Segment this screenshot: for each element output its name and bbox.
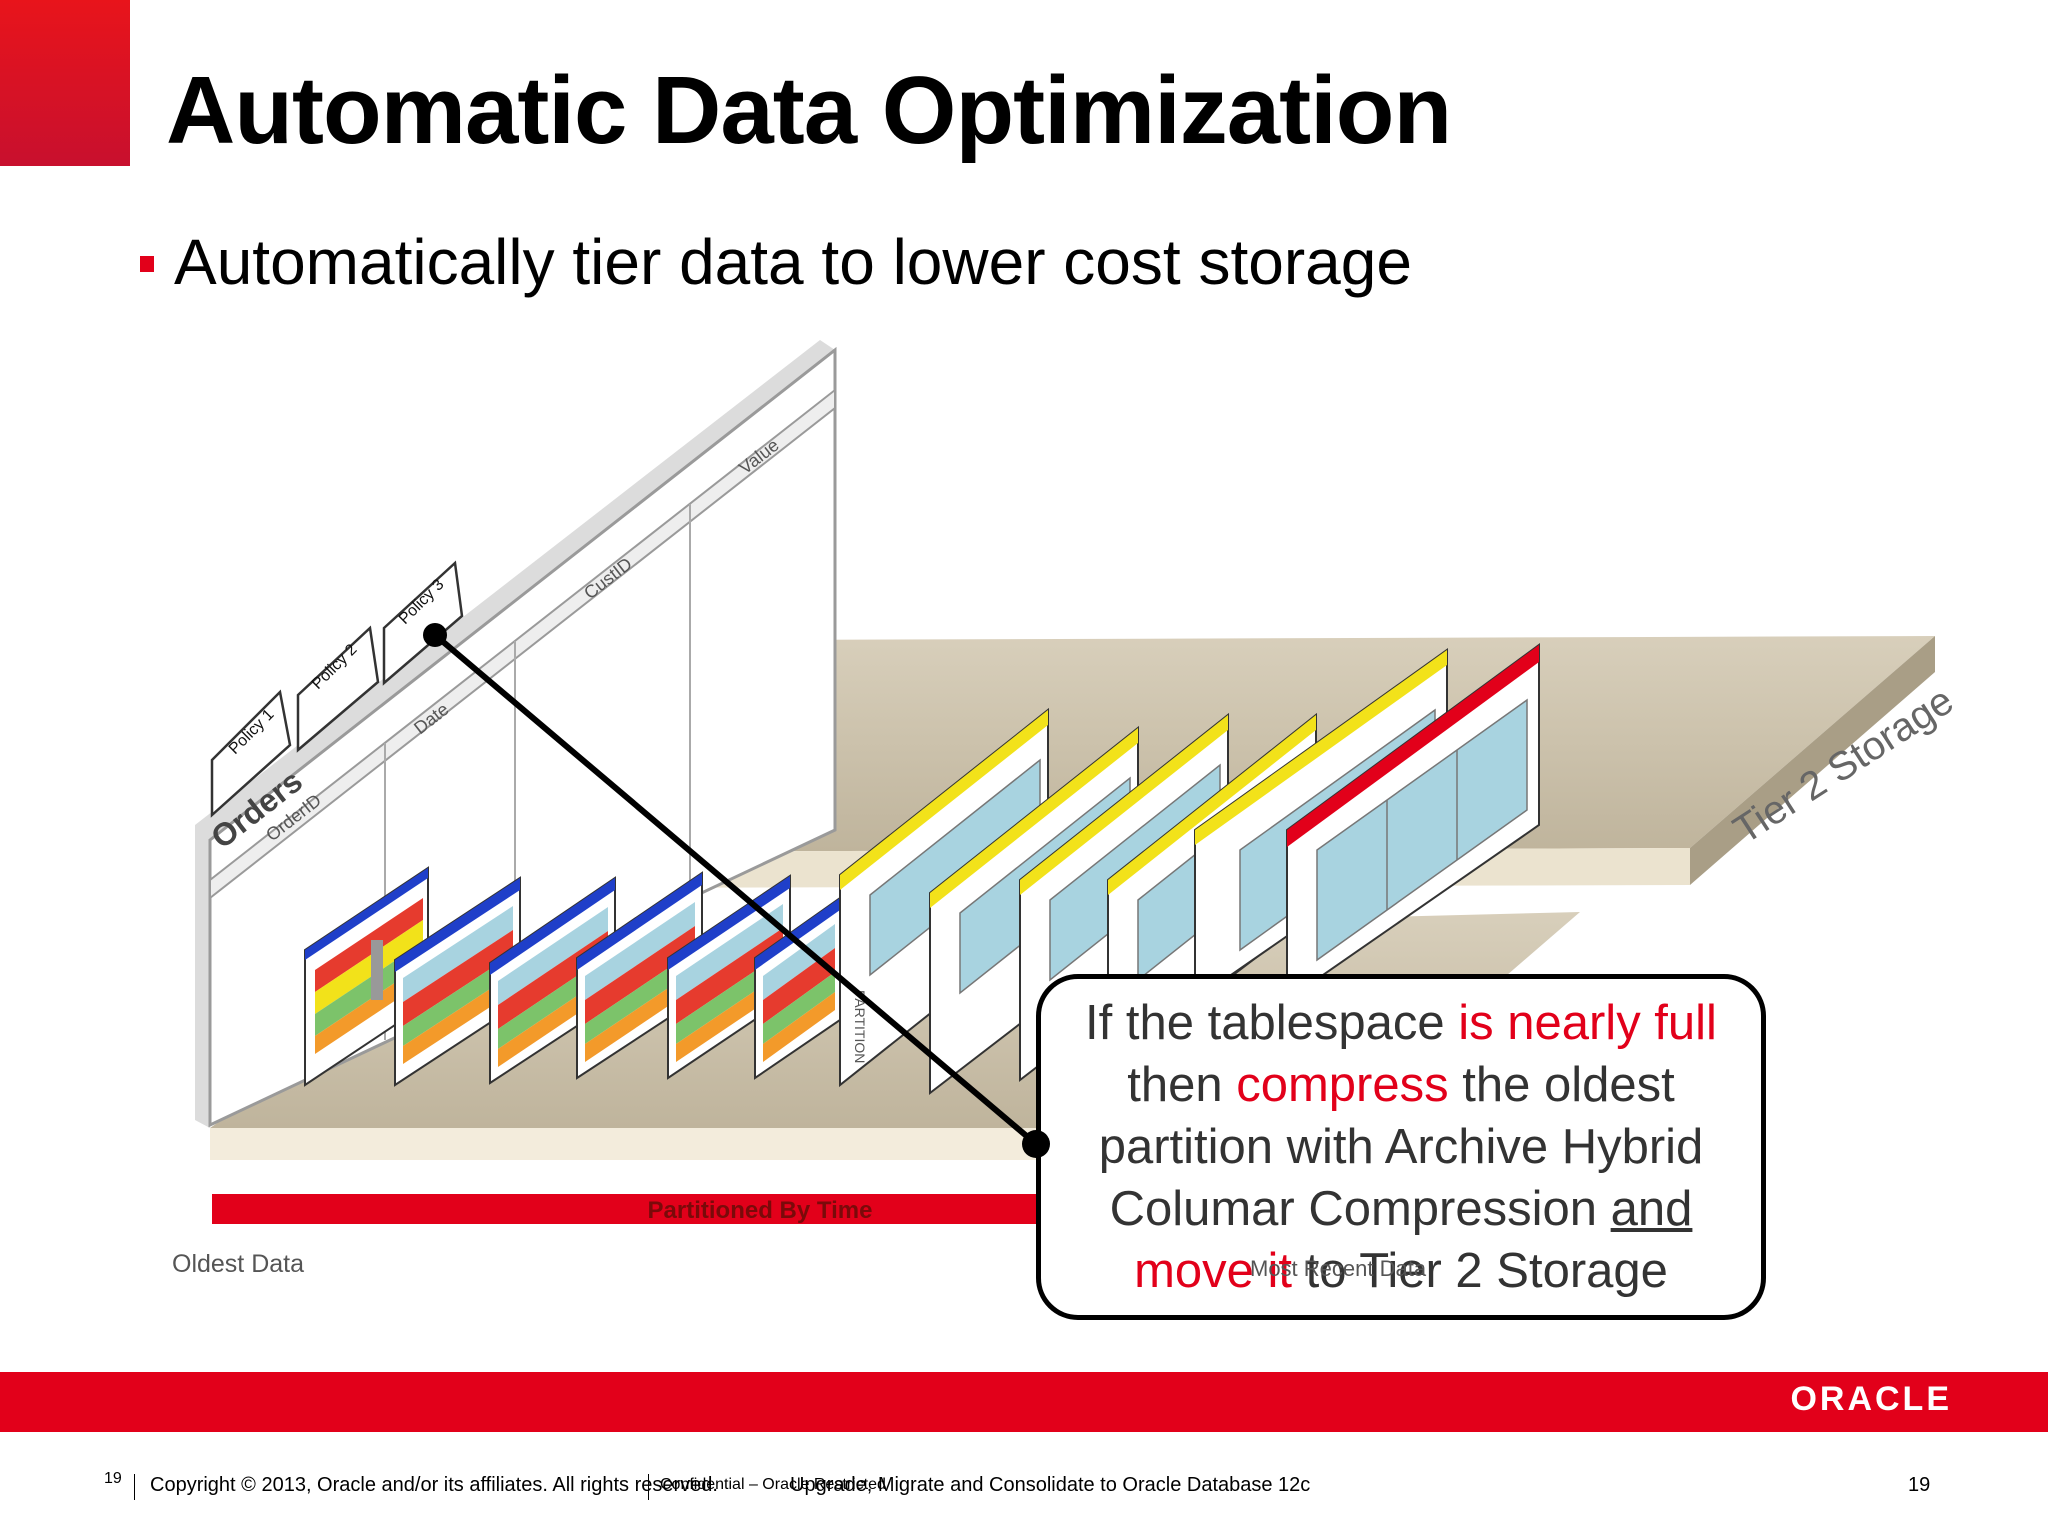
- callout-line-3: partition with Archive Hybrid: [1098, 1120, 1704, 1174]
- callout-line-5: move it to Tier 2 Storage: [1134, 1244, 1668, 1298]
- footer-subtitle: Upgrade, Migrate and Consolidate to Orac…: [790, 1474, 1311, 1496]
- brand-corner-block: [0, 0, 130, 166]
- compressed-partitions: [304, 866, 841, 1087]
- most-recent-data-label: Most Recent Data: [1250, 1256, 1427, 1281]
- partition-compressed: [754, 896, 841, 1080]
- footer-band: [0, 1372, 2048, 1432]
- partition-vertical-label: PARTITION: [852, 990, 868, 1063]
- bullet-marker: [140, 256, 154, 272]
- footer-page-number-right: 19: [1908, 1474, 1931, 1496]
- footer-separator: [134, 1474, 135, 1500]
- callout-line-2: then compress the oldest: [1127, 1058, 1675, 1112]
- bullet-text: Automatically tier data to lower cost st…: [174, 226, 1412, 298]
- partition-compressed: [576, 871, 703, 1080]
- oldest-data-label: Oldest Data: [172, 1250, 305, 1278]
- footer-separator: [648, 1474, 649, 1500]
- partition-latest: [1286, 643, 1540, 1002]
- footer-page-number-left: 19: [104, 1470, 122, 1487]
- policy-tabs: [210, 560, 464, 818]
- oracle-logo: ORACLE: [1790, 1380, 1952, 1418]
- callout-line-1: If the tablespace is nearly full: [1085, 996, 1717, 1050]
- policy-connector-line: [433, 632, 1038, 1147]
- timeline-label: Partitioned By Time: [648, 1197, 873, 1224]
- timeline-bar: [212, 1194, 1052, 1224]
- partition-compressed: [489, 876, 616, 1085]
- slide-title: Automatic Data Optimization: [166, 57, 1452, 164]
- policy-callout: If the tablespace is nearly full then co…: [1036, 974, 1766, 1320]
- connector-start-dot: [423, 623, 447, 647]
- callout-line-4: Columar Compression and: [1109, 1182, 1693, 1236]
- partition-compressed: [394, 876, 521, 1087]
- footer-classification: Confidential – Oracle Restricted: [660, 1476, 886, 1493]
- connector-end-dot: [1022, 1130, 1050, 1158]
- footer-copyright: Copyright © 2013, Oracle and/or its affi…: [150, 1474, 718, 1496]
